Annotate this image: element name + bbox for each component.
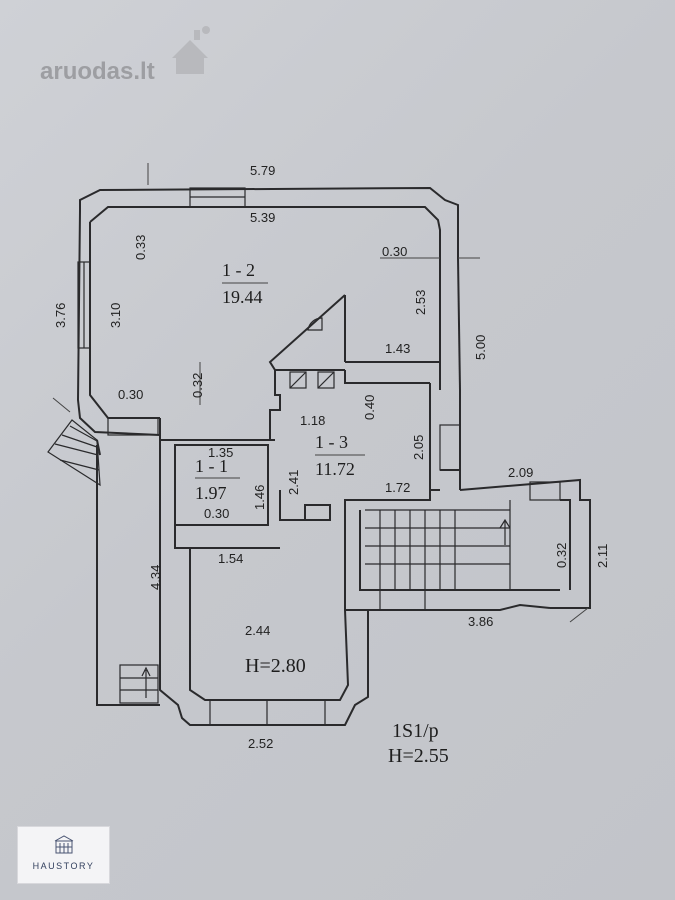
room-1-3-label: 1 - 3 [315, 432, 348, 452]
room-1-3-area: 11.72 [315, 459, 355, 479]
dim-4-34: 4.34 [148, 565, 163, 590]
entry-steps [119, 664, 159, 704]
dim-1-18: 1.18 [300, 413, 325, 428]
outer-stairs [47, 419, 101, 487]
vent-2 [317, 371, 335, 389]
dimension-lines [52, 163, 589, 623]
room-height-label: H=2.80 [245, 655, 306, 677]
walls [76, 186, 591, 726]
dim-2-09: 2.09 [508, 465, 533, 480]
dim-2-41: 2.41 [286, 470, 301, 495]
dim-0-40: 0.40 [362, 395, 377, 420]
window-stair [529, 481, 561, 501]
room-1-1-label: 1 - 1 [195, 456, 228, 476]
dimension-labels: 5.79 5.39 0.33 0.30 2.53 3.76 3.10 5.00 … [53, 163, 610, 751]
smoke-icon [202, 26, 210, 34]
building-emblem-icon [54, 835, 74, 854]
dim-5-00: 5.00 [473, 335, 488, 360]
dim-0-30-left: 0.30 [118, 387, 143, 402]
room-1-1-area: 1.97 [195, 483, 227, 503]
dim-2-52: 2.52 [248, 736, 273, 751]
vent-1 [289, 371, 307, 389]
windows [77, 187, 561, 726]
dim-1-72: 1.72 [385, 480, 410, 495]
dim-0-32-mid: 0.32 [190, 373, 205, 398]
dim-1-35: 1.35 [208, 445, 233, 460]
window-stair-bottom [379, 589, 426, 611]
watermark-text: aruodas.lt [40, 58, 155, 85]
dim-1-54: 1.54 [218, 551, 243, 566]
chimney-icon [194, 30, 200, 40]
dim-0-32-right: 0.32 [554, 543, 569, 568]
dim-top-outer: 5.79 [250, 163, 275, 178]
floor-code-label: 1S1/p [392, 720, 439, 742]
dim-3-10: 3.10 [108, 303, 123, 328]
window-right [439, 424, 461, 471]
dim-0-33: 0.33 [133, 235, 148, 260]
dim-2-11: 2.11 [595, 544, 610, 568]
dim-2-05: 2.05 [411, 435, 426, 460]
house-icon [172, 40, 208, 74]
watermark: aruodas.lt [40, 26, 210, 85]
fixtures [47, 317, 511, 704]
haustory-logo: HAUSTORY [17, 826, 110, 884]
room-1-2-area: 19.44 [222, 287, 263, 307]
dim-1-46: 1.46 [252, 485, 267, 510]
door-swing [307, 317, 323, 331]
dim-top-inner: 5.39 [250, 210, 275, 225]
window-left-bottom [107, 417, 159, 436]
dim-0-30-top: 0.30 [382, 244, 407, 259]
dim-2-44: 2.44 [245, 623, 270, 638]
dim-3-86: 3.86 [468, 614, 493, 629]
staircase [365, 500, 511, 590]
floor-height-label: H=2.55 [388, 745, 449, 767]
room-1-2-label: 1 - 2 [222, 260, 255, 280]
dim-2-53: 2.53 [413, 290, 428, 315]
dim-1-43: 1.43 [385, 341, 410, 356]
dim-3-76: 3.76 [53, 303, 68, 328]
logo-text: HAUSTORY [32, 861, 95, 871]
dim-0-30-small: 0.30 [204, 506, 229, 521]
